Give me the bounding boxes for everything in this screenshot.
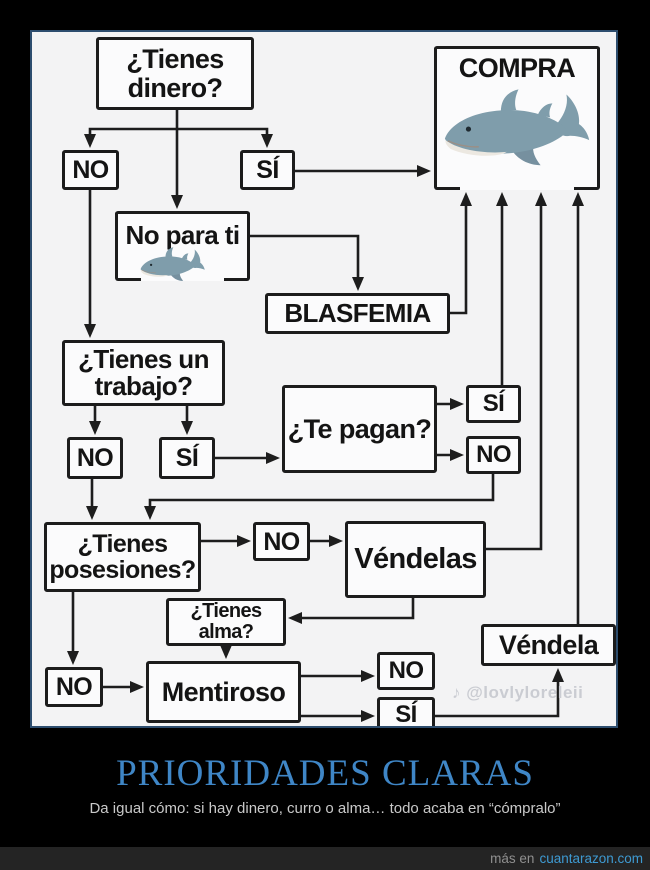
- flow-node-vendela-label: Véndela: [498, 629, 599, 660]
- flow-node-no-trabajo-label: NO: [76, 444, 114, 472]
- flow-node-no-para-ti-label: No para ti: [125, 220, 241, 250]
- flow-node-mentiroso: Mentiroso: [146, 661, 301, 723]
- flow-node-no-dinero: NO: [62, 150, 119, 190]
- flow-node-no-pagan: NO: [466, 436, 521, 474]
- flow-node-si-dinero-label: SÍ: [256, 156, 279, 184]
- flow-node-vendelas: Véndelas: [345, 521, 486, 598]
- flow-node-tienes-trabajo: ¿Tienes un trabajo?: [62, 340, 225, 406]
- flowchart-panel: ¿Tienes dinero? COMPRA NO SÍ No para ti …: [30, 30, 618, 728]
- page-title: PRIORIDADES CLARAS: [116, 753, 534, 794]
- flow-node-blasfemia-label: BLASFEMIA: [284, 297, 431, 328]
- flow-node-tienes-posesiones-label: ¿Tienes posesiones?: [49, 530, 196, 584]
- flow-node-si-dinero: SÍ: [240, 150, 295, 190]
- flow-node-compra: COMPRA: [434, 46, 600, 190]
- tiktok-watermark: ♪ @lovlyloreleii: [452, 683, 583, 703]
- flow-node-no-alma-left-label: NO: [55, 673, 93, 701]
- flow-node-no-dinero-label: NO: [72, 156, 109, 184]
- flow-node-tienes-dinero-label: ¿Tienes dinero?: [126, 44, 224, 103]
- flow-node-si-mentiroso-label: SÍ: [395, 700, 417, 728]
- flow-node-no-posesiones-label: NO: [263, 527, 300, 556]
- shark-plush-image-small: [138, 246, 210, 289]
- flow-node-te-pagan: ¿Te pagan?: [282, 385, 437, 473]
- footer-bar: más en cuantarazon.com: [0, 847, 650, 870]
- flow-node-si-trabajo: SÍ: [159, 437, 215, 479]
- flow-node-tienes-posesiones: ¿Tienes posesiones?: [44, 522, 201, 592]
- flow-node-compra-label: COMPRA: [458, 53, 576, 83]
- flow-node-tienes-alma-label: ¿Tienes alma?: [190, 600, 262, 643]
- flow-node-mentiroso-label: Mentiroso: [161, 676, 286, 707]
- flow-node-si-pagan-label: SÍ: [482, 389, 505, 417]
- flow-node-no-pagan-label: NO: [476, 440, 511, 468]
- flow-node-no-alma-left: NO: [45, 667, 103, 707]
- flow-node-tienes-dinero: ¿Tienes dinero?: [96, 37, 254, 110]
- flow-node-no-posesiones: NO: [253, 522, 310, 561]
- flow-node-si-pagan: SÍ: [466, 385, 521, 423]
- flow-node-te-pagan-label: ¿Te pagan?: [287, 413, 432, 444]
- flow-node-vendelas-label: Véndelas: [354, 543, 477, 576]
- flow-node-no-mentiroso-label: NO: [388, 656, 424, 684]
- footer-prefix: más en: [490, 851, 535, 866]
- flow-node-si-mentiroso: SÍ: [377, 697, 435, 728]
- flow-node-vendela: Véndela: [481, 624, 616, 666]
- page-subtitle: Da igual cómo: si hay dinero, curro o al…: [89, 800, 561, 817]
- flow-node-blasfemia: BLASFEMIA: [265, 293, 450, 334]
- flow-node-tienes-trabajo-label: ¿Tienes un trabajo?: [78, 343, 209, 401]
- music-note-icon: ♪: [452, 683, 467, 702]
- flow-node-no-mentiroso: NO: [377, 652, 435, 690]
- shark-plush-image: [439, 87, 601, 183]
- flow-node-tienes-alma: ¿Tienes alma?: [166, 598, 286, 646]
- flowchart-connector-lines: [67, 110, 584, 722]
- footer-site-link[interactable]: cuantarazon.com: [539, 851, 643, 866]
- flow-node-si-trabajo-label: SÍ: [175, 444, 199, 472]
- flow-node-no-trabajo: NO: [67, 437, 123, 479]
- watermark-handle: @lovlyloreleii: [466, 683, 584, 702]
